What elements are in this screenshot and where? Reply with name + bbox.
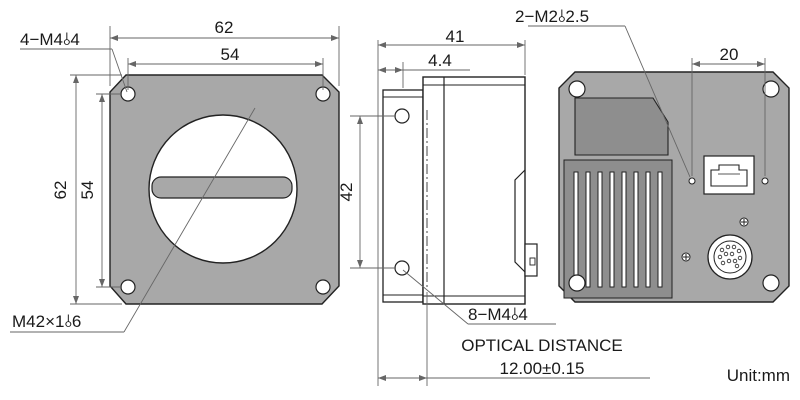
- screw-icon: [681, 252, 691, 262]
- rear-hole: [762, 80, 780, 98]
- optical-distance-label: OPTICAL DISTANCE: [461, 336, 623, 355]
- m2-screw-hole: [688, 177, 696, 185]
- lens-mount-callout: M42×1⫰6: [12, 312, 81, 331]
- side-hole-spacing: 42: [337, 183, 356, 202]
- power-io-connector-icon: [707, 234, 753, 280]
- mount-holes-callout: 4−M4⫰4: [20, 30, 80, 49]
- front-width-inner: 54: [221, 45, 240, 64]
- heatsink-fins: [573, 171, 663, 288]
- screw-icon: [739, 217, 749, 227]
- rear-screw-spacing: 20: [720, 45, 739, 64]
- unit-label: Unit:mm: [727, 366, 790, 385]
- m2-screw-hole: [761, 177, 769, 185]
- rear-label-plate: [574, 97, 669, 156]
- side-flange-offset: 4.4: [428, 51, 452, 70]
- mount-hole: [120, 279, 136, 295]
- rear-view: 2−M2⫰2.5 20: [515, 7, 790, 303]
- front-height-inner: 54: [78, 181, 97, 200]
- front-height-outer: 62: [51, 181, 70, 200]
- heatsink: [563, 159, 673, 299]
- side-view: 41 4.4 42 8−M4⫰4 OPTICAL DISTANCE 12.00±…: [337, 27, 650, 386]
- optical-distance-value: 12.00±0.15: [500, 359, 585, 378]
- side-holes-callout: 8−M4⫰4: [468, 305, 528, 324]
- rear-hole: [568, 80, 586, 98]
- ethernet-port-icon: [703, 155, 755, 195]
- front-view: 62 54 62 54 4−M4⫰4 M42×1⫰6: [10, 18, 340, 333]
- mount-hole: [315, 279, 331, 295]
- side-body: [422, 76, 526, 305]
- lens-cap-slot: [151, 176, 293, 199]
- side-hole: [394, 108, 410, 124]
- rear-screws-callout: 2−M2⫰2.5: [515, 7, 589, 26]
- side-length-total: 41: [446, 27, 465, 46]
- rear-hole: [568, 274, 586, 292]
- front-width-outer: 62: [215, 18, 234, 37]
- rear-hole: [762, 274, 780, 292]
- side-connector: [524, 243, 538, 277]
